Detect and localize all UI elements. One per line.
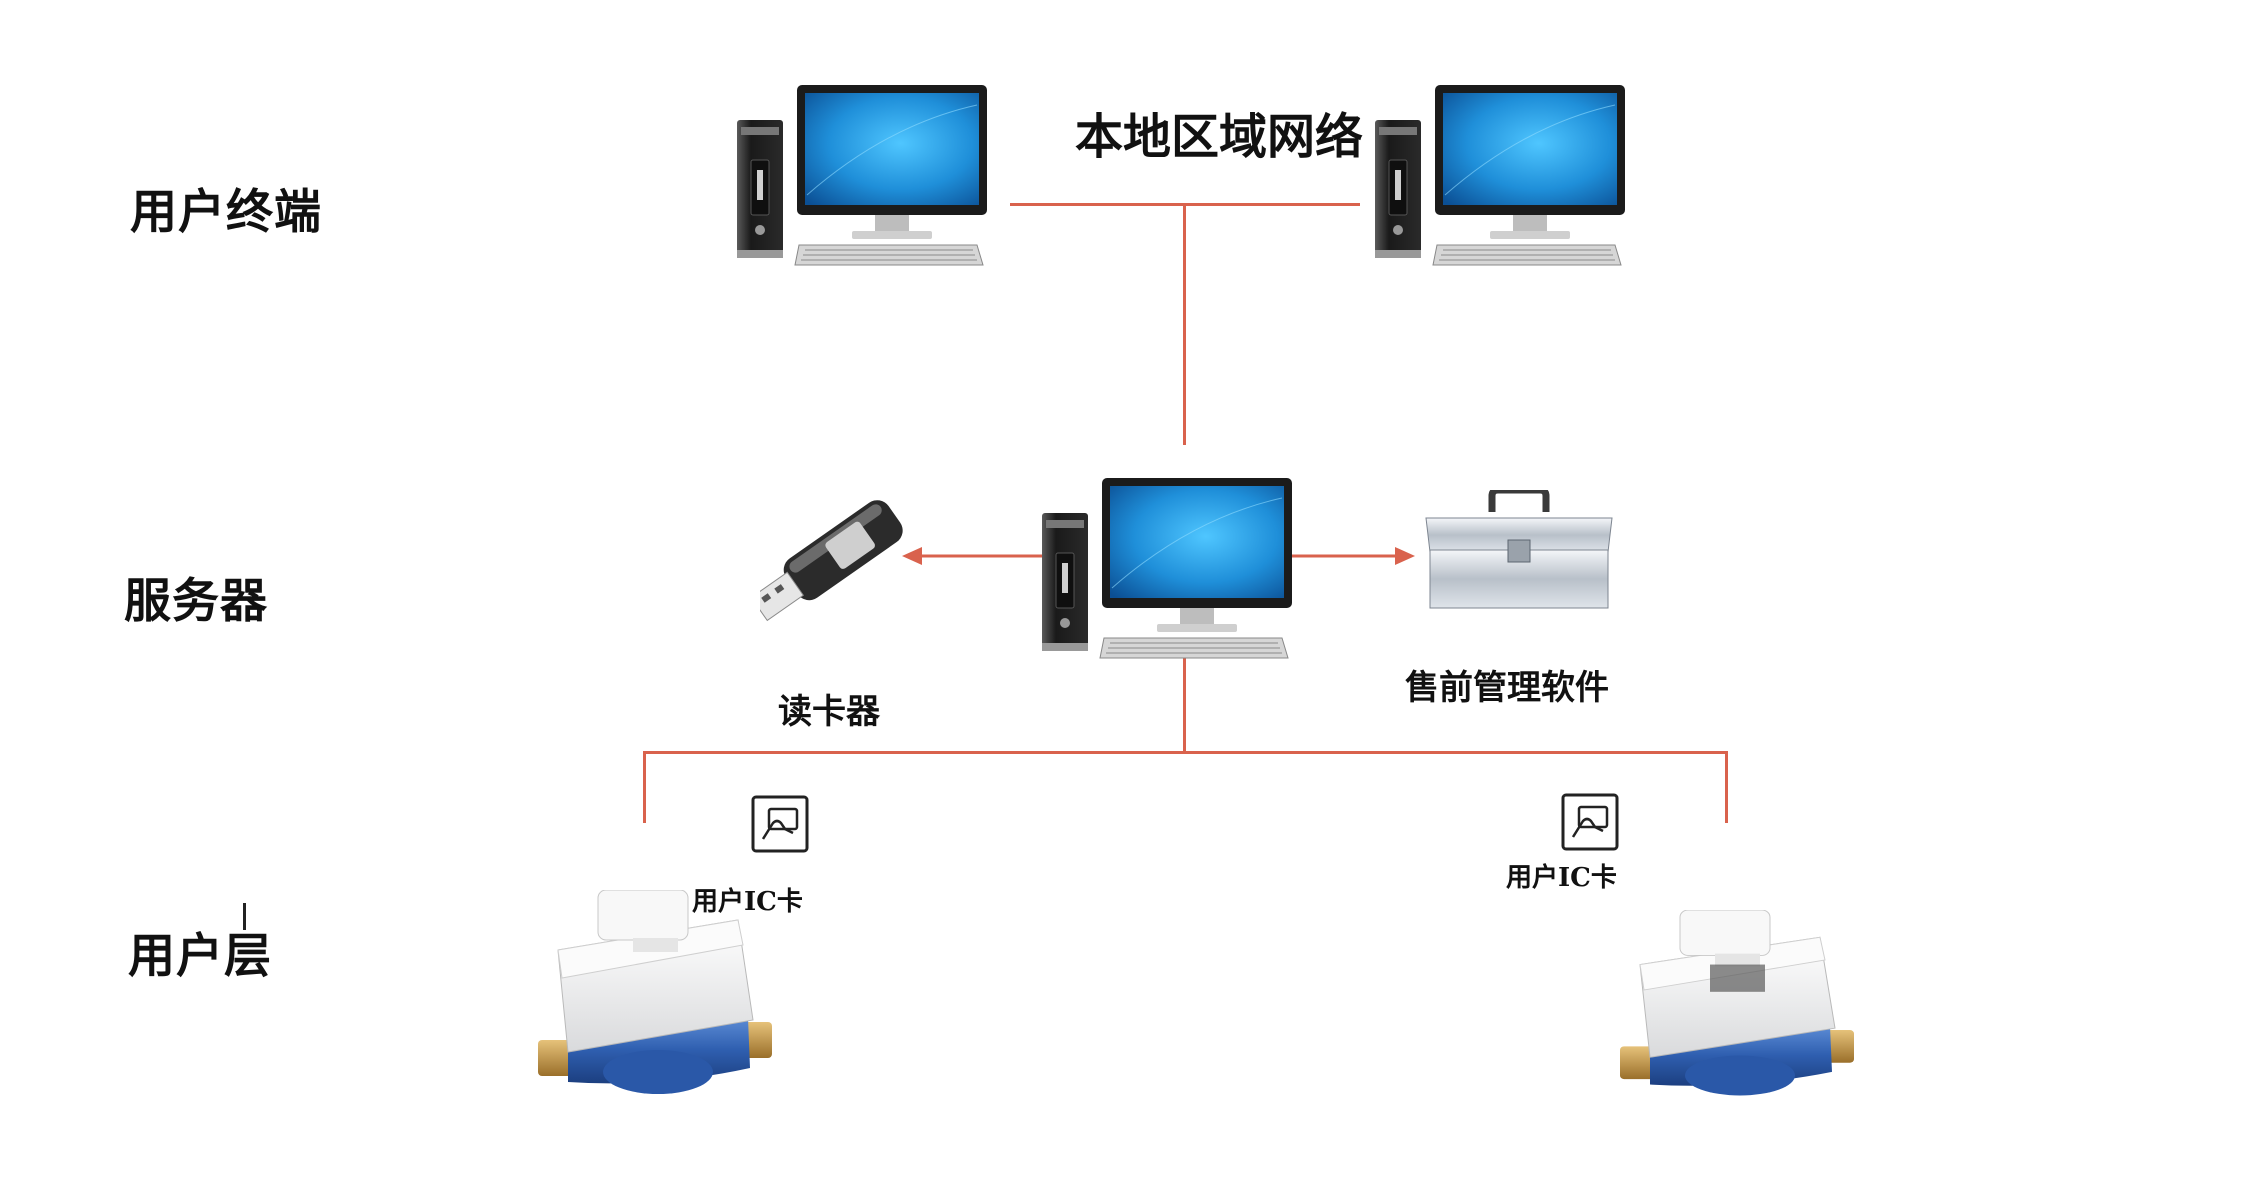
network-link-horizontal <box>1010 203 1360 206</box>
layer-label-server: 服务器 <box>124 574 268 629</box>
water-meter-icon <box>1620 910 1855 1096</box>
usb-card-reader-icon <box>760 500 903 622</box>
desktop-computer-icon <box>1375 85 1625 266</box>
arrow-to-software <box>1290 547 1415 565</box>
user-ic-card-label-right: 用户IC卡 <box>1506 863 1617 893</box>
user-bus-right-drop <box>1725 751 1728 823</box>
card-tap-icon <box>751 795 809 853</box>
presale-software-label: 售前管理软件 <box>1405 668 1609 708</box>
user-bus-left-drop <box>643 751 646 823</box>
user-bus-horizontal <box>643 751 1728 754</box>
server-link-down <box>1183 650 1186 753</box>
network-label: 本地区域网络 <box>1075 109 1364 165</box>
layer-label-user: 用户层 <box>128 929 272 984</box>
card-reader-label: 读卡器 <box>778 692 880 732</box>
card-tap-icon <box>1561 793 1619 851</box>
toolbox-icon <box>1425 490 1613 609</box>
network-link-vertical <box>1183 205 1186 445</box>
layer-label-client: 用户终端 <box>130 185 322 240</box>
water-meter-icon <box>538 890 773 1095</box>
tick-mark <box>243 903 246 930</box>
user-ic-card-label-left: 用户IC卡 <box>692 887 803 917</box>
arrow-to-card-reader <box>902 547 1047 565</box>
desktop-computer-icon <box>737 85 987 266</box>
server-computer-icon <box>1042 478 1292 659</box>
